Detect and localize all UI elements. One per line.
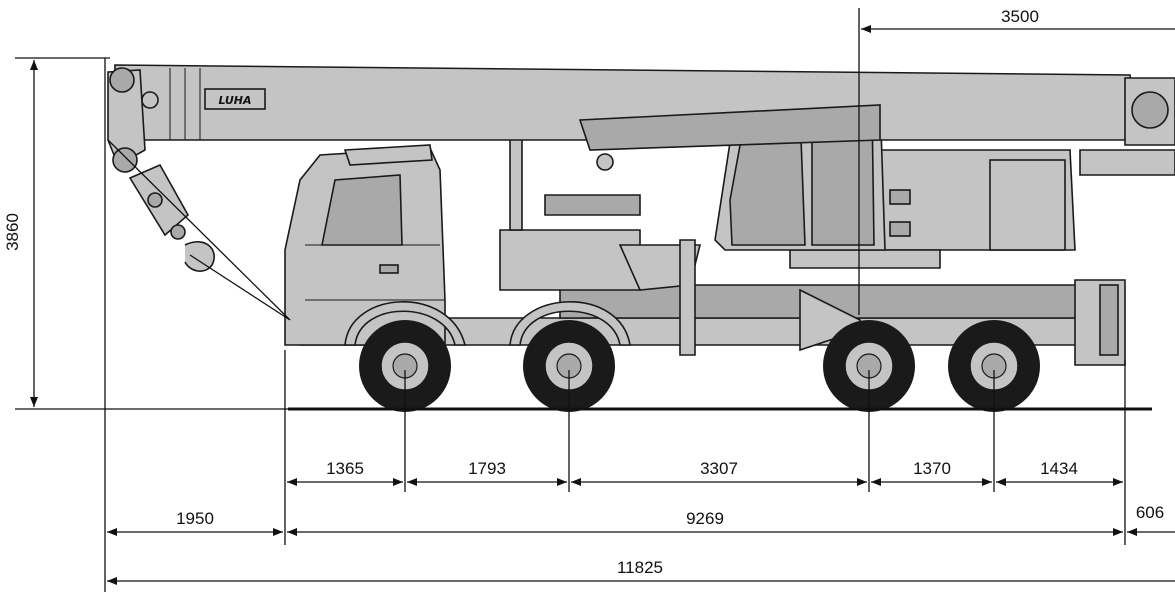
cab-window [321,174,403,246]
wheel-1 [359,320,451,412]
dim-axle-3-4-label: 3307 [700,459,738,478]
dim-wheelbase-label: 9269 [686,509,724,528]
dim-height-label: 3860 [3,213,22,251]
logo-plate [204,88,266,110]
dimension-lines [15,8,1175,592]
logo-text: LUHA [218,94,251,107]
hook [184,240,215,272]
dim-axle-2-3-label: 1793 [468,459,506,478]
crane-truck-illustration: LUHA [107,64,1175,412]
dim-axle-5-rear-label: 1434 [1040,459,1078,478]
wheel-4 [948,320,1040,412]
wheel-3 [823,320,915,412]
dim-front-overhang-label: 1950 [176,509,214,528]
dimension-labels: 3860 3500 1365 1793 3307 1370 1434 1950 … [3,7,1164,577]
dim-turntable-label: 3500 [1001,7,1039,26]
dim-axle-1-2-label: 1365 [326,459,364,478]
dim-axle-4-5-label: 1370 [913,459,951,478]
hoist-rope [107,139,291,321]
dim-overall-length-label: 11825 [617,558,663,577]
dim-rear-overhang-label: 606 [1136,503,1164,522]
